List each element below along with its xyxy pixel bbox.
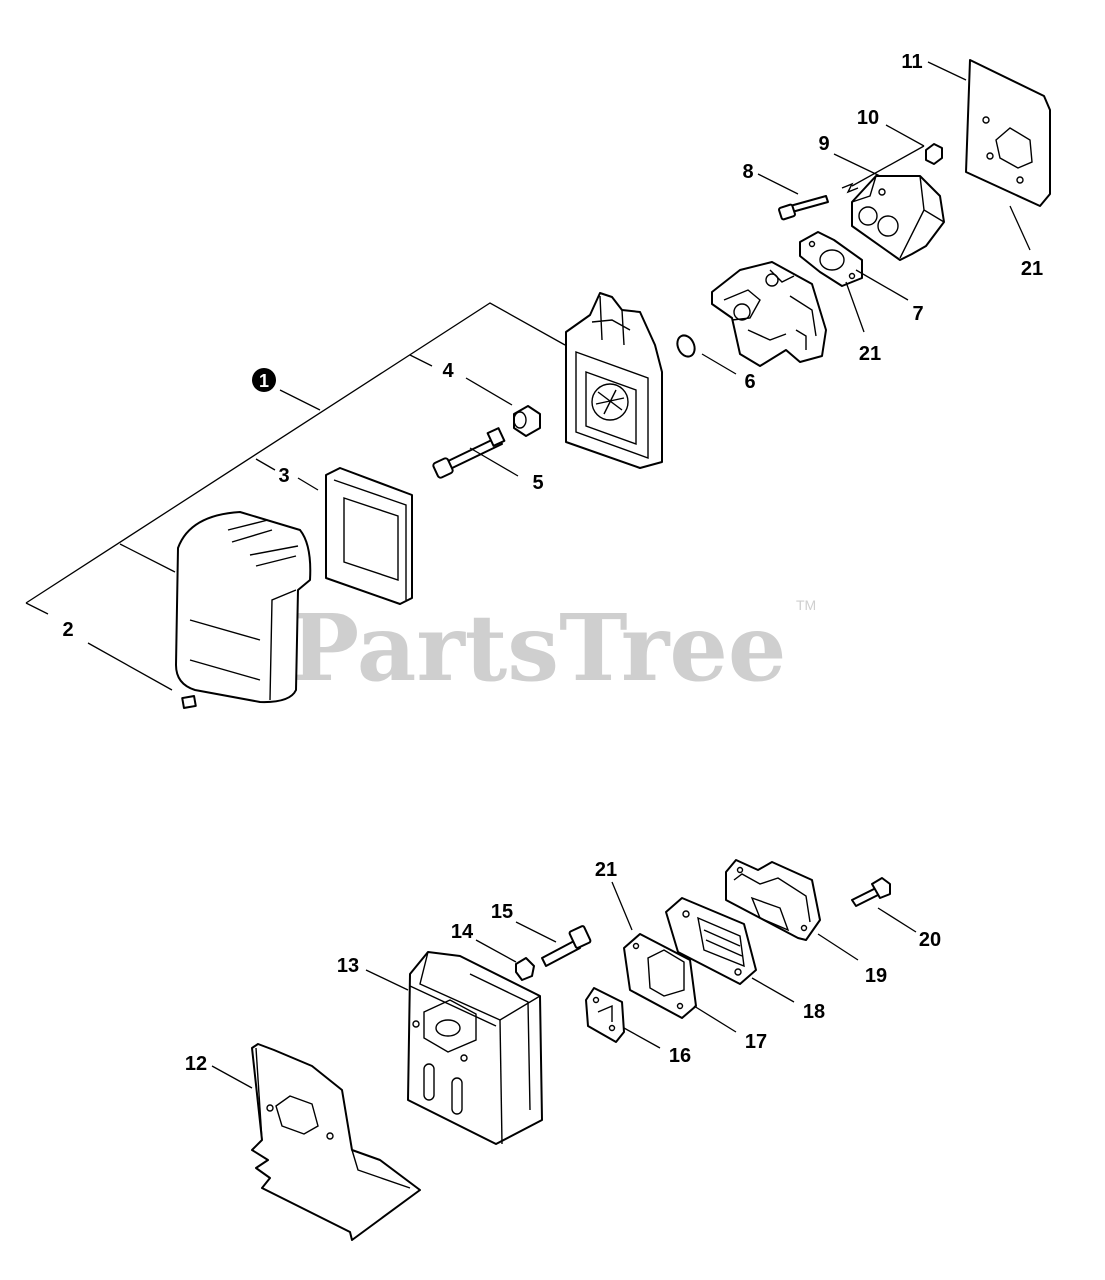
part-13-muffler — [365, 951, 543, 1145]
part-6-o-ring — [676, 334, 737, 375]
callout-21-lower: 21 — [595, 859, 617, 881]
callout-7: 7 — [912, 303, 923, 325]
watermark-text: PartsTree — [290, 594, 786, 702]
callout-5: 5 — [532, 472, 543, 494]
callout-18: 18 — [803, 1001, 825, 1023]
part-4-spacer — [465, 377, 541, 437]
callout-13: 13 — [337, 955, 359, 977]
callout-16: 16 — [669, 1045, 691, 1067]
part-air-cleaner-base — [565, 292, 663, 469]
callout-14: 14 — [451, 921, 474, 943]
callout-4: 4 — [442, 360, 454, 382]
callout-9: 9 — [818, 133, 829, 155]
callout-11: 11 — [901, 51, 922, 73]
part-filter-element — [325, 467, 413, 605]
part-16-plate — [585, 987, 661, 1049]
part-10-nut — [885, 124, 943, 165]
callout-21-upper-middle: 21 — [859, 343, 881, 365]
part-7-gasket — [799, 231, 909, 333]
callout-3: 3 — [278, 465, 289, 487]
callout-15: 15 — [491, 901, 513, 923]
part-2-clip — [87, 642, 197, 709]
part-17-gasket — [611, 881, 737, 1033]
callout-19: 19 — [865, 965, 887, 987]
part-14-washer — [475, 939, 535, 981]
part-3-air-filter-cover — [175, 511, 312, 704]
callout-1-marker: 1 — [252, 368, 276, 392]
callout-17: 17 — [745, 1031, 767, 1053]
part-15-bolt — [515, 921, 592, 967]
part-11-gasket — [927, 59, 1051, 251]
part-8-stud — [757, 145, 925, 221]
part-18-gasket — [665, 897, 795, 1003]
callout-12: 12 — [185, 1053, 207, 1075]
part-20-bolt — [851, 877, 917, 933]
callout-8: 8 — [742, 161, 753, 183]
callout-10: 10 — [857, 107, 879, 129]
part-5-bolt — [432, 427, 519, 479]
callout-6: 6 — [744, 371, 755, 393]
part-12-heat-shield — [211, 1043, 421, 1241]
part-carburetor — [711, 261, 827, 367]
callout-21-upper-right: 21 — [1021, 258, 1043, 280]
callout-20: 20 — [919, 929, 941, 951]
part-9-insulator — [833, 153, 945, 261]
part-19-cover-plate — [725, 859, 859, 961]
callout-1: 1 — [259, 371, 269, 391]
assembly-bracket — [25, 302, 566, 615]
watermark-trademark: TM — [796, 597, 816, 613]
callout-2: 2 — [62, 619, 73, 641]
